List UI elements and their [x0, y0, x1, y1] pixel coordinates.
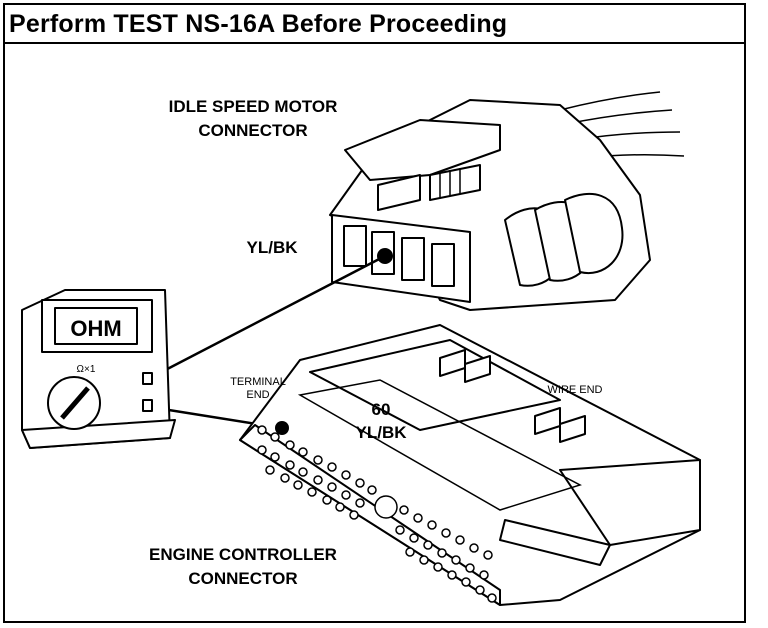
- wire-end-label: WIRE END: [548, 384, 603, 396]
- ohmmeter: OHM Ω×1: [21, 289, 176, 449]
- wire-color-bottom-label: YL/BK: [356, 423, 408, 442]
- terminal-end-label-1: TERMINAL: [230, 376, 286, 388]
- engine-controller-label-1: ENGINE CONTROLLER: [149, 545, 337, 564]
- meter-jack-com: [142, 399, 153, 412]
- probe-lead-top: [149, 254, 386, 380]
- idle-speed-motor-connector: [329, 91, 685, 311]
- idle-speed-motor-label-2: CONNECTOR: [198, 121, 307, 140]
- meter-dial-pointer: [60, 386, 90, 420]
- meter-range-label: Ω×1: [77, 364, 96, 375]
- terminal-end-label-2: END: [246, 389, 269, 401]
- meter-jack-ohm: [142, 372, 153, 385]
- title-bar: Perform TEST NS-16A Before Proceeding: [3, 3, 746, 44]
- pin-number-label: 60: [372, 400, 391, 419]
- page-title: Perform TEST NS-16A Before Proceeding: [9, 10, 508, 38]
- wire-color-top-label: YL/BK: [247, 238, 299, 257]
- engine-controller-connector: [239, 324, 701, 606]
- meter-display: OHM: [70, 316, 121, 341]
- engine-controller-label-2: CONNECTOR: [188, 569, 297, 588]
- diagram-frame: [3, 3, 746, 623]
- connector-center-post: [374, 495, 398, 519]
- probe-tip-pin-60: [275, 421, 289, 435]
- idle-speed-motor-label-1: IDLE SPEED MOTOR: [169, 97, 338, 116]
